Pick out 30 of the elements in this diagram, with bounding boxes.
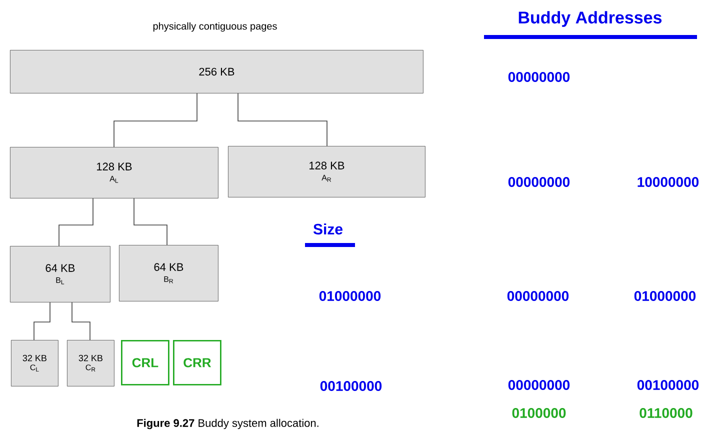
memory-block: 128 KB A$_{R}$ (228, 146, 426, 198)
binary-address: 0100000 (512, 408, 566, 418)
note-text: physically contiguous pages (153, 22, 277, 32)
binary-address: 0110000 (640, 408, 692, 418)
memory-block: 32 KB C$_{L}$ (11, 340, 58, 386)
connector-line (238, 93, 328, 146)
binary-address: 00100000 (320, 381, 382, 391)
connector-line (58, 198, 94, 246)
memory-block: 64 KB B$_{R}$ (119, 245, 218, 302)
binary-address: 01000000 (634, 291, 696, 301)
memory-block: 64 KB B$_{L}$ (10, 246, 110, 302)
highlight-box: CRR (173, 340, 222, 386)
connector-line (114, 93, 198, 148)
binary-address: 00000000 (508, 380, 570, 390)
binary-address: 00000000 (508, 177, 570, 187)
connector-line (72, 302, 90, 340)
memory-block: 256 KB (10, 50, 424, 94)
heading: Size (305, 224, 355, 247)
binary-address: 00100000 (637, 380, 699, 390)
binary-address: 00000000 (508, 72, 570, 82)
binary-address: 10000000 (638, 177, 699, 187)
connector-line (34, 302, 50, 340)
binary-address: 00000000 (507, 291, 569, 301)
connector-line (134, 198, 168, 246)
highlight-box: CRL (121, 340, 170, 386)
figure-caption: Figure 9.27 Buddy system allocation. (137, 418, 318, 430)
binary-address: 01000000 (319, 291, 381, 301)
memory-block: 32 KB C$_{R}$ (67, 340, 114, 386)
heading: Buddy Addresses (484, 11, 697, 39)
memory-block: 128 KB A$_{L}$ (10, 147, 218, 198)
